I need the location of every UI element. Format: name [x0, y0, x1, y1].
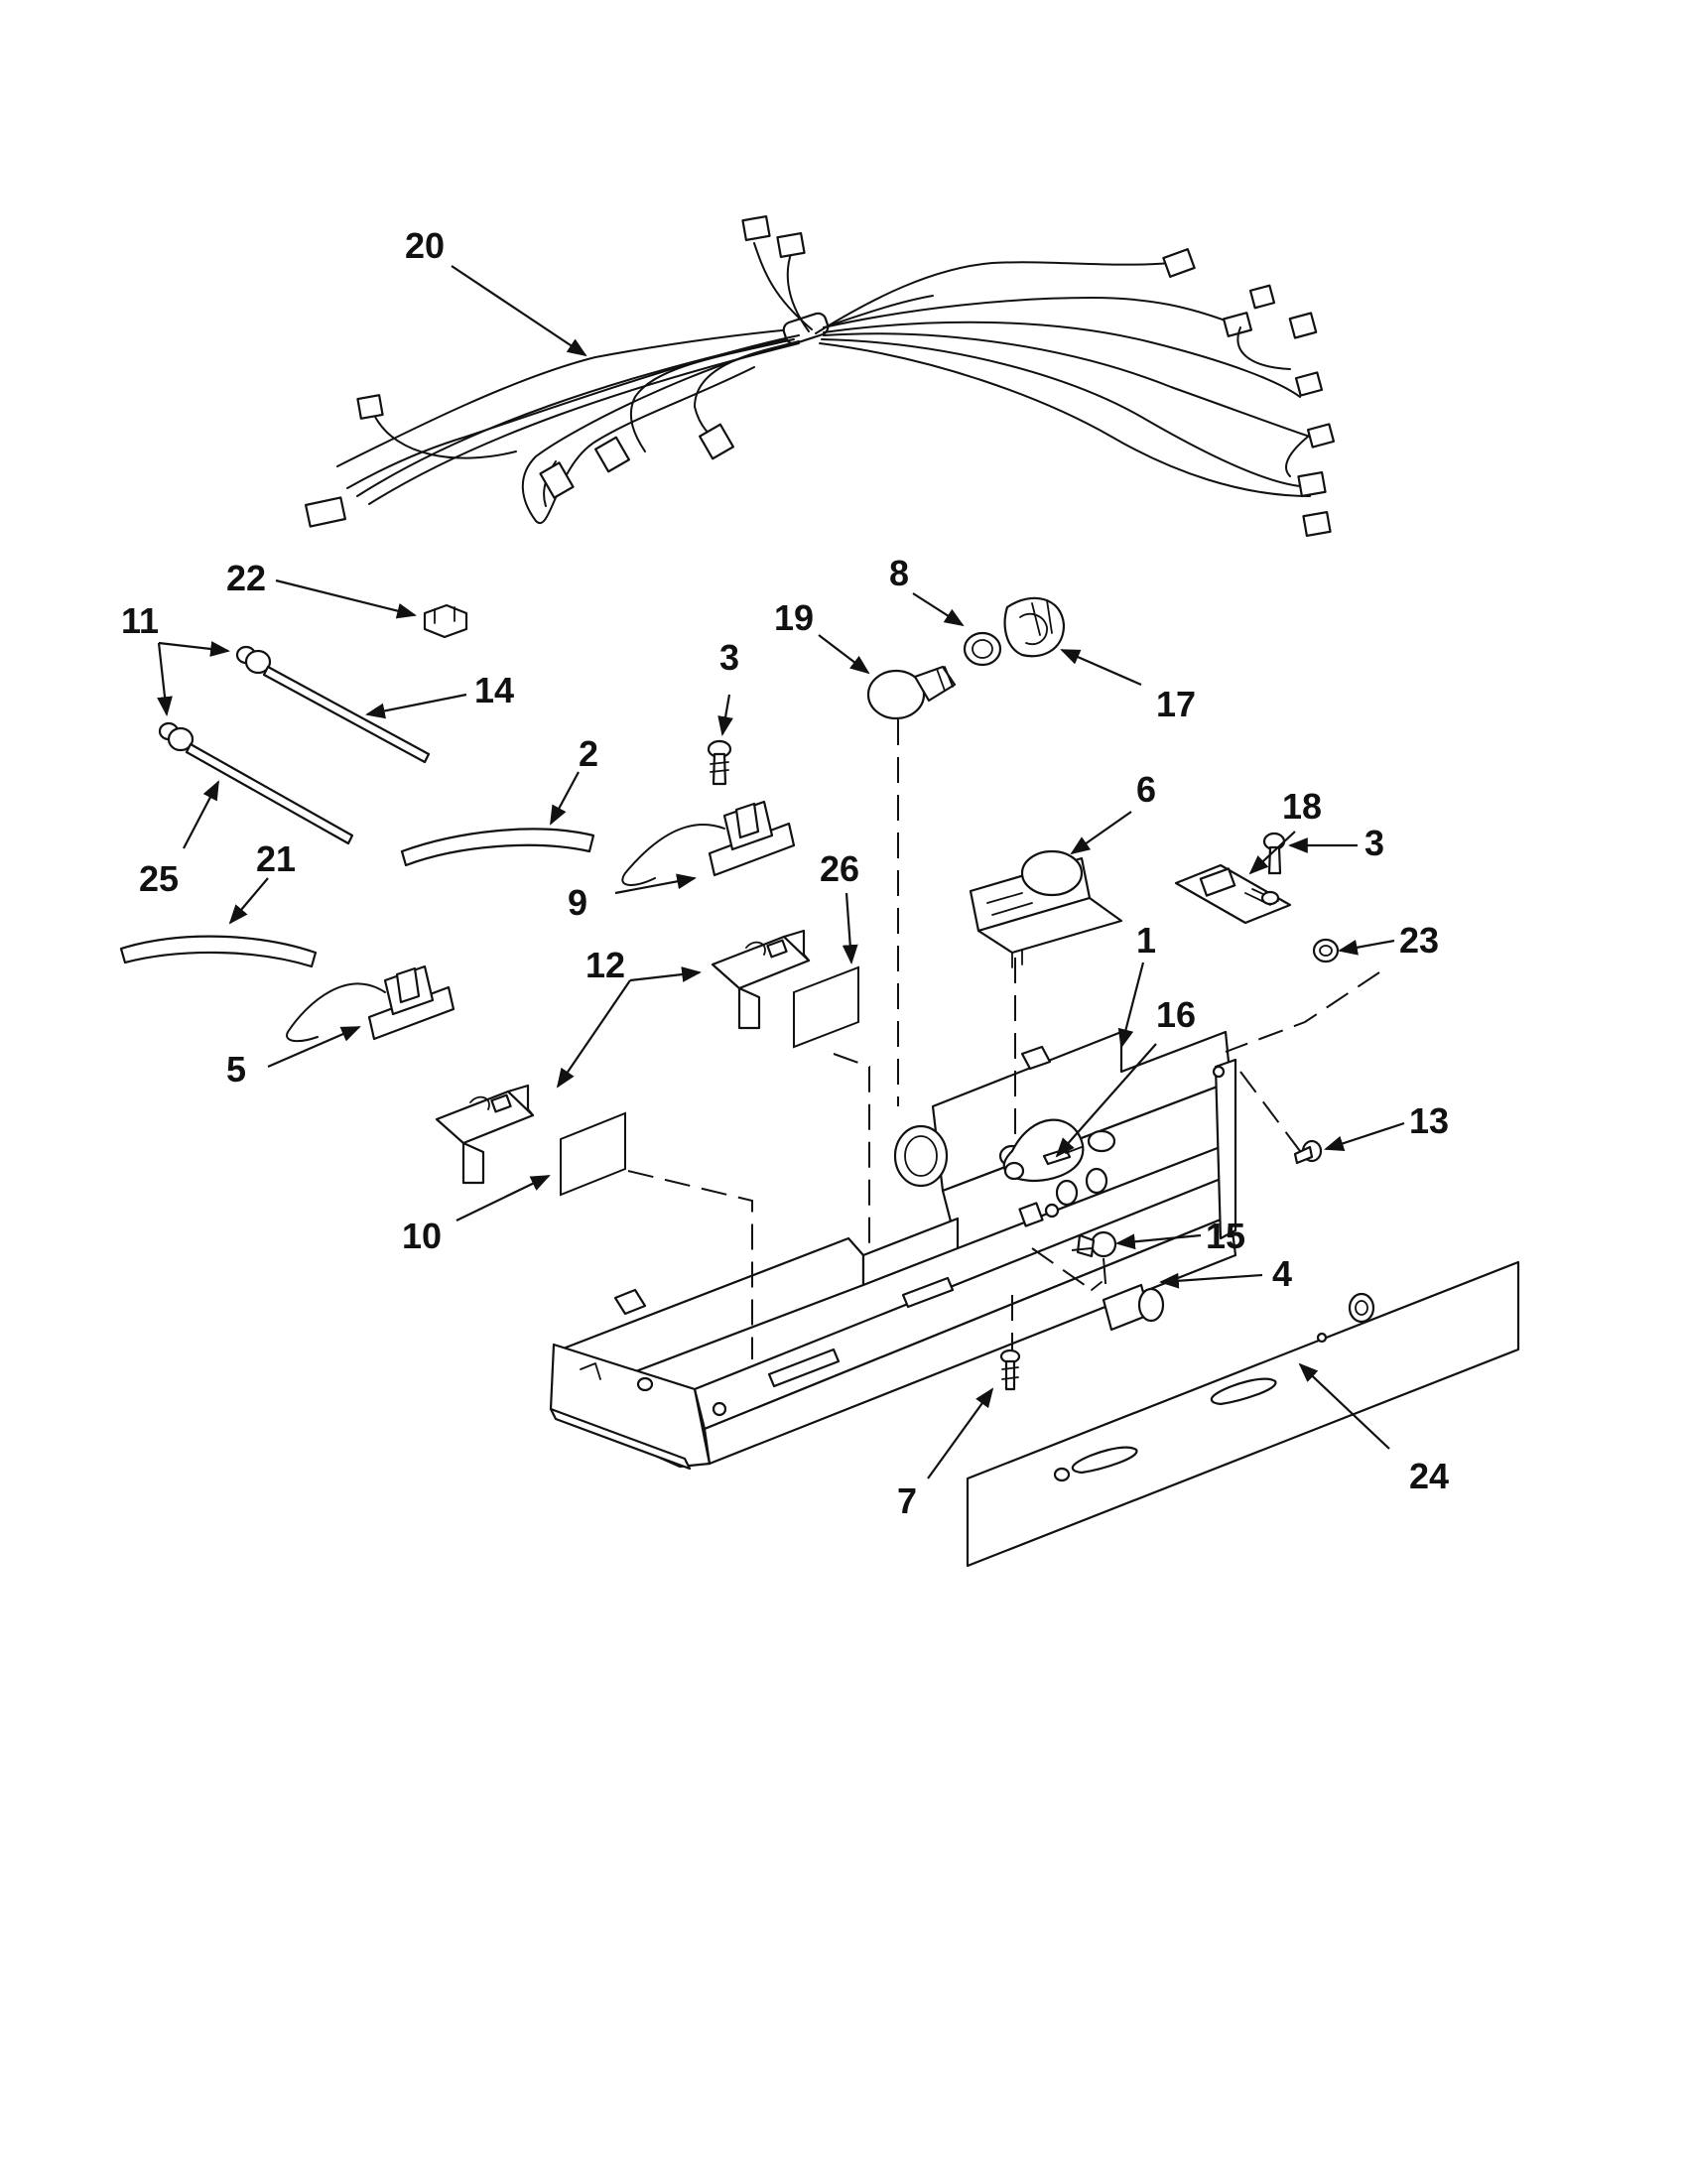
callout-15: 15: [1206, 1216, 1245, 1256]
callout-2: 2: [579, 733, 598, 774]
tube-fitting-upper-part: [235, 645, 431, 764]
light-switch-button-part: [1076, 1230, 1117, 1258]
bracket-upper-part: [711, 929, 811, 1030]
callout-16: 16: [1156, 994, 1196, 1035]
callout-9: 9: [568, 882, 587, 923]
control-knob-part: [1091, 1281, 1165, 1332]
callout-3-right: 3: [1364, 823, 1384, 863]
screw-bottom-part: [999, 1349, 1021, 1391]
control-housing-part: [549, 1030, 1237, 1471]
control-board-part: [1174, 863, 1292, 925]
switch-upper-part: [621, 800, 796, 886]
callout-20: 20: [405, 225, 445, 266]
assembly-lines: [627, 719, 1380, 1359]
wire-harness-part: [305, 214, 1336, 538]
callout-4: 4: [1272, 1253, 1292, 1294]
control-panel-part: [966, 1260, 1520, 1568]
screw-right-part: [1262, 832, 1286, 875]
callout-10: 10: [402, 1216, 442, 1256]
label-sticker-upper-part: [793, 965, 859, 1049]
screw-housing-part: [1293, 1139, 1323, 1165]
callout-24: 24: [1409, 1456, 1449, 1496]
callout-3-upper: 3: [719, 637, 739, 678]
callout-6: 6: [1136, 769, 1156, 810]
callout-labels: 20 22 11 14 25 2 21 3 9 5 12 26 10 8 19 …: [121, 225, 1449, 1521]
callout-13: 13: [1409, 1100, 1449, 1141]
defrost-timer-part: [969, 849, 1123, 968]
callout-14: 14: [474, 670, 514, 710]
callout-5: 5: [226, 1049, 246, 1090]
hose-lower-part: [119, 935, 318, 968]
callout-17: 17: [1156, 684, 1196, 724]
callout-1: 1: [1136, 920, 1156, 961]
callout-11: 11: [121, 600, 159, 641]
callout-25: 25: [139, 858, 179, 899]
lamp-holder-part: [1003, 596, 1066, 658]
lamp-bulb-part: [866, 665, 957, 720]
screw-upper-part: [707, 739, 732, 786]
callout-7: 7: [897, 1480, 917, 1521]
tube-fitting-lower-part: [158, 721, 354, 845]
callout-12: 12: [585, 945, 625, 985]
leader-lines: [157, 265, 1405, 1479]
clip-part: [423, 603, 468, 639]
callout-21: 21: [256, 838, 296, 879]
lamp-socket-part: [963, 631, 1002, 667]
callout-18: 18: [1282, 786, 1322, 827]
callout-26: 26: [820, 848, 859, 889]
bracket-lower-part: [435, 1084, 535, 1185]
retainer-clip-part: [1312, 938, 1340, 964]
hose-part: [400, 828, 595, 867]
switch-lower-part: [286, 964, 455, 1043]
callout-8: 8: [889, 553, 909, 593]
label-sticker-lower-part: [560, 1111, 626, 1197]
callout-22: 22: [226, 558, 266, 598]
callout-19: 19: [774, 597, 814, 638]
callout-23: 23: [1399, 920, 1439, 961]
